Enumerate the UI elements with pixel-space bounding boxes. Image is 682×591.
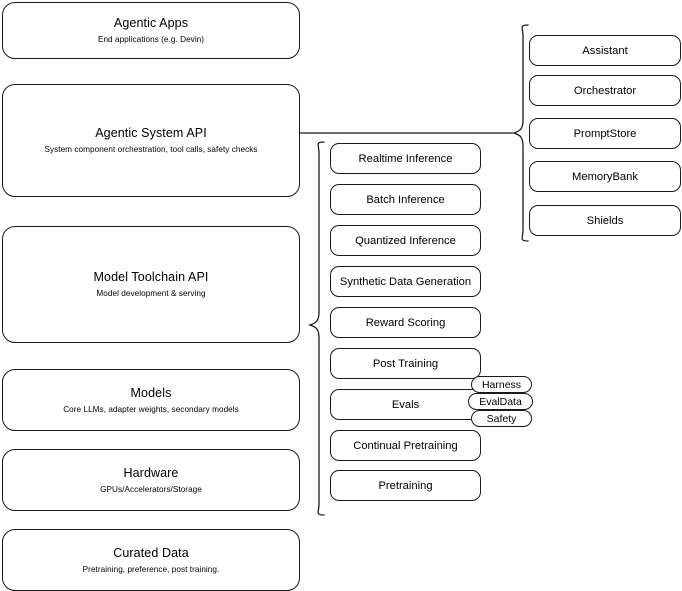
system-component-label: Shields [586,214,624,227]
system-component-pill-shields[interactable]: Shields [529,205,681,236]
layer-title: Curated Data [113,545,189,560]
layer-box-agentic-apps[interactable]: Agentic Apps End applications (e.g. Devi… [2,2,300,59]
eval-tag-label: EvalData [479,395,522,408]
system-component-pill-orchestrator[interactable]: Orchestrator [529,75,681,106]
system-component-label: Assistant [582,44,628,57]
layer-subtitle: Model development & serving [96,289,206,298]
system-component-pill-promptstore[interactable]: PromptStore [529,118,681,149]
layer-box-model-toolchain-api[interactable]: Model Toolchain API Model development & … [2,226,300,343]
system-component-label: Orchestrator [573,84,637,97]
layer-subtitle: Core LLMs, adapter weights, secondary mo… [63,404,239,414]
capability-pill-evals[interactable]: Evals [330,389,481,420]
layer-box-agentic-system-api[interactable]: Agentic System API System component orch… [2,84,300,197]
capability-label: Batch Inference [366,193,445,206]
layer-title: Models [130,385,172,400]
eval-tag-harness[interactable]: Harness [471,376,532,393]
layer-box-curated-data[interactable]: Curated Data Pretraining, preference, po… [2,529,300,591]
capability-pill-reward-scoring[interactable]: Reward Scoring [330,307,481,338]
capability-pill-batch-inference[interactable]: Batch Inference [330,184,481,215]
capability-label: Realtime Inference [358,152,453,165]
capability-label: Post Training [372,357,439,370]
eval-tag-label: Safety [486,412,517,425]
layer-subtitle: Pretraining, preference, post training. [82,564,220,574]
capability-pill-post-training[interactable]: Post Training [330,348,481,379]
layer-box-hardware[interactable]: Hardware GPUs/Accelerators/Storage [2,449,300,511]
capability-label: Synthetic Data Generation [339,275,472,288]
connector-line-system-api-to-components [300,125,516,143]
capability-label: Evals [391,398,420,411]
layer-title: Agentic System API [95,126,207,140]
system-component-label: PromptStore [573,127,637,140]
system-component-pill-memorybank[interactable]: MemoryBank [529,161,681,192]
layer-subtitle: System component orchestration, tool cal… [44,145,258,154]
layer-title: Agentic Apps [113,16,189,30]
capability-pill-synthetic-data-generation[interactable]: Synthetic Data Generation [330,266,481,297]
capability-pill-pretraining[interactable]: Pretraining [330,470,481,501]
layer-title: Model Toolchain API [93,270,209,284]
eval-tag-label: Harness [481,378,522,391]
capability-label: Pretraining [378,479,433,492]
capability-label: Reward Scoring [365,316,446,329]
brace-toolchain-capabilities [300,138,328,522]
capability-pill-continual-pretraining[interactable]: Continual Pretraining [330,430,481,461]
eval-tag-safety[interactable]: Safety [471,410,532,427]
capability-pill-quantized-inference[interactable]: Quantized Inference [330,225,481,256]
system-component-label: MemoryBank [572,170,638,183]
capability-pill-realtime-inference[interactable]: Realtime Inference [330,143,481,174]
layer-subtitle: End applications (e.g. Devin) [97,35,205,44]
capability-label: Continual Pretraining [353,439,458,452]
eval-tag-evaldata[interactable]: EvalData [468,393,533,410]
system-component-pill-assistant[interactable]: Assistant [529,35,681,66]
layer-title: Hardware [123,465,179,480]
layer-subtitle: GPUs/Accelerators/Storage [100,484,202,494]
layer-box-models[interactable]: Models Core LLMs, adapter weights, secon… [2,369,300,431]
capability-label: Quantized Inference [355,234,456,247]
brace-system-components [506,22,534,244]
